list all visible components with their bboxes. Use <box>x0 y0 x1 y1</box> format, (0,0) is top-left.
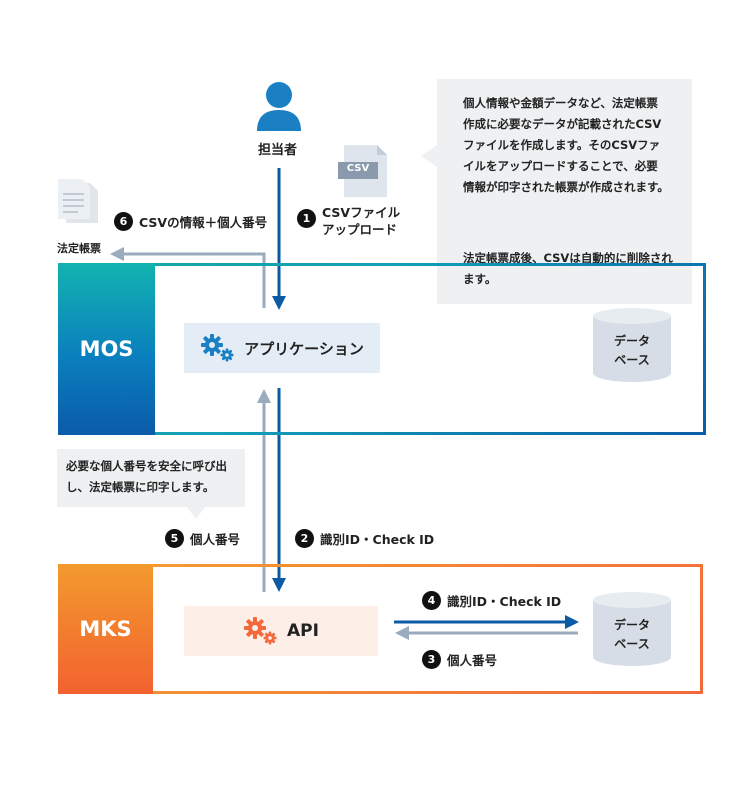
step-2-text: 識別ID・Check ID <box>320 532 435 547</box>
step-1-line: CSVファイル <box>322 205 401 220</box>
step-number: 2 <box>295 529 314 548</box>
api-label: API <box>287 621 319 641</box>
bubble-top-tail <box>421 145 437 167</box>
step-3: 3 個人番号 <box>422 650 497 669</box>
gear-icon <box>244 617 277 645</box>
step-3-text: 個人番号 <box>447 653 498 668</box>
step-5-text: 個人番号 <box>190 532 241 547</box>
step-1-text: CSVファイル アップロード <box>322 204 400 238</box>
gear-icon <box>201 334 234 362</box>
mks-database: データ ベース <box>592 591 672 666</box>
step-4-text: 識別ID・Check ID <box>447 594 562 609</box>
bubble-top-line: イルをアップロードすることで、必要 <box>463 159 658 173</box>
csv-badge: CSV <box>346 163 370 174</box>
document-stack-icon <box>58 179 98 223</box>
step-4: 4 識別ID・Check ID <box>422 591 561 610</box>
bubble-top-line: ファイルを作成します。そのCSVファ <box>463 138 661 152</box>
bubble-left: 必要な個人番号を安全に呼び出 し、法定帳票に印字します。 <box>57 449 245 507</box>
mos-db-text-line: ベース <box>614 353 650 367</box>
mks-db-text-line: データ <box>613 618 650 632</box>
step-1: 1 CSVファイル アップロード <box>297 204 400 238</box>
mks-label: MKS <box>58 564 153 694</box>
mos-db-text-line: データ <box>613 334 650 348</box>
bubble-top-line: 情報が印字された帳票が作成されます。 <box>463 180 669 194</box>
bubble-top-line: 作成に必要なデータが記載されたCSV <box>463 117 662 131</box>
database-icon <box>593 308 671 382</box>
bubble-left-line: 必要な個人番号を安全に呼び出 <box>66 459 227 473</box>
step-number: 4 <box>422 591 441 610</box>
bubble-left-tail <box>187 507 205 519</box>
output-doc-label: 法定帳票 <box>57 242 101 255</box>
application-label: アプリケーション <box>244 339 364 358</box>
step-number: 3 <box>422 650 441 669</box>
step-1-line: アップロード <box>322 222 398 237</box>
actor-label: 担当者 <box>258 143 298 158</box>
mos-label: MOS <box>58 263 155 435</box>
step-5: 5 個人番号 <box>165 529 240 548</box>
step-2: 2 識別ID・Check ID <box>295 529 434 548</box>
mos-database: データ ベース <box>592 307 672 382</box>
person-icon <box>257 82 301 131</box>
step-number: 6 <box>114 212 133 231</box>
bubble-left-line: し、法定帳票に印字します。 <box>66 480 215 494</box>
mks-db-text-line: ベース <box>614 637 650 651</box>
database-icon <box>593 592 671 666</box>
step-number: 1 <box>297 209 316 228</box>
bubble-top-after-line: 法定帳票成後、CSVは自動的に削除され <box>463 251 673 265</box>
api-box: API <box>184 606 378 656</box>
step-6-text: CSVの情報＋個人番号 <box>139 215 268 230</box>
step-6: 6 CSVの情報＋個人番号 <box>114 212 267 231</box>
step-number: 5 <box>165 529 184 548</box>
application-box: アプリケーション <box>184 323 380 373</box>
bubble-top-line: 個人情報や金額データなど、法定帳票 <box>463 96 658 110</box>
